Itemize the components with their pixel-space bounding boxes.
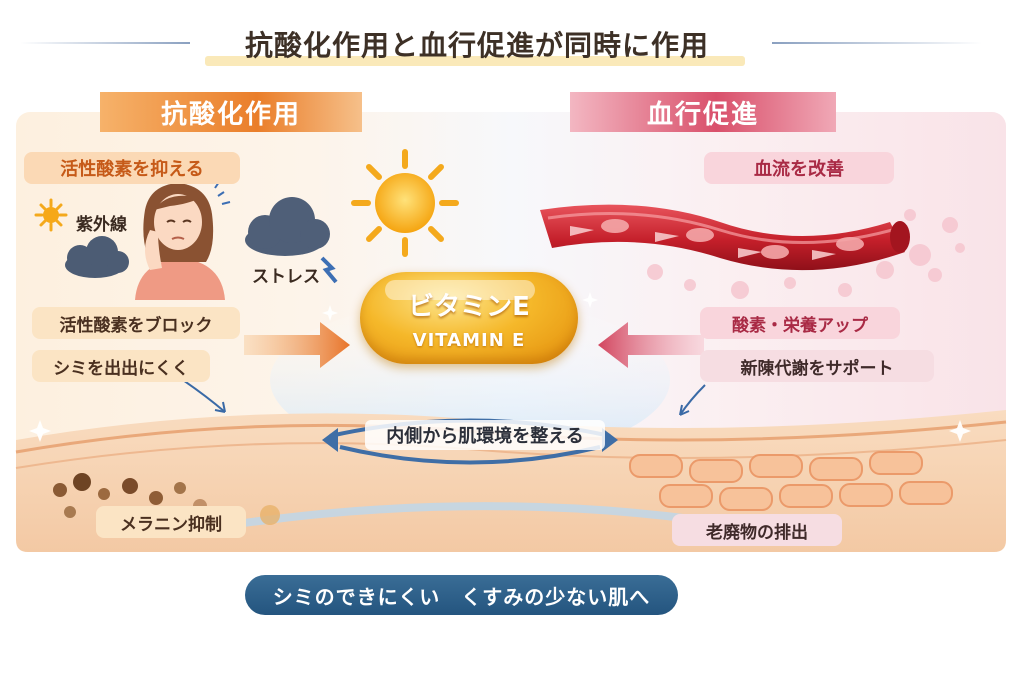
inner-skin-label: 内側から肌環境を整える <box>365 420 605 450</box>
sparkle-icon <box>29 292 971 442</box>
woman-illustration <box>135 181 231 300</box>
antioxidant-arrow <box>244 322 350 368</box>
title-rule-right <box>772 42 982 44</box>
arrowhead-left <box>322 428 338 452</box>
uv-label: 紫外線 <box>76 215 127 235</box>
blood-flow-label: 血流を改善 <box>704 152 894 184</box>
sun-icon <box>351 149 459 257</box>
capsule-label-jp: ビタミンE <box>408 292 530 322</box>
oxygen-nutrition-label: 酸素・栄養アップ <box>700 307 900 339</box>
waste-removal-label: 老廃物の排出 <box>672 514 842 546</box>
blood-flow-arrow <box>598 322 704 368</box>
stress-label: ストレス <box>252 267 320 287</box>
title-rule-left <box>20 42 190 44</box>
antioxidant-header: 抗酸化作用 <box>100 92 362 132</box>
vitamin-e-capsule <box>360 272 578 364</box>
stress-cloud-icon <box>245 197 330 256</box>
lightning-icon <box>320 256 338 284</box>
capsule-label-en: VITAMIN E <box>412 330 526 351</box>
blood-vessel-illustration <box>540 204 910 271</box>
result-banner: シミのできにくい くすみの少ない肌へ <box>245 575 678 615</box>
pointer-arrow-left <box>179 377 226 413</box>
metabolism-label: 新陳代謝をサポート <box>700 350 934 382</box>
cloud-icon <box>65 236 129 278</box>
pointer-arrow-right <box>679 384 706 416</box>
title-highlight <box>205 56 745 66</box>
spots-label: シミを出出にくく <box>32 350 210 382</box>
melanin-label: メラニン抑制 <box>96 506 246 538</box>
page-title: 抗酸化作用と血行促進が同時に作用 <box>244 29 709 62</box>
uv-sun-icon <box>34 198 68 232</box>
blood-cell-bubbles <box>647 209 965 299</box>
suppress-ros-label: 活性酸素を抑える <box>24 152 240 184</box>
capsule-highlight <box>385 280 535 300</box>
arrowhead-right <box>602 428 618 452</box>
block-ros-label: 活性酸素をブロック <box>32 307 240 339</box>
blood-circulation-header: 血行促進 <box>570 92 836 132</box>
